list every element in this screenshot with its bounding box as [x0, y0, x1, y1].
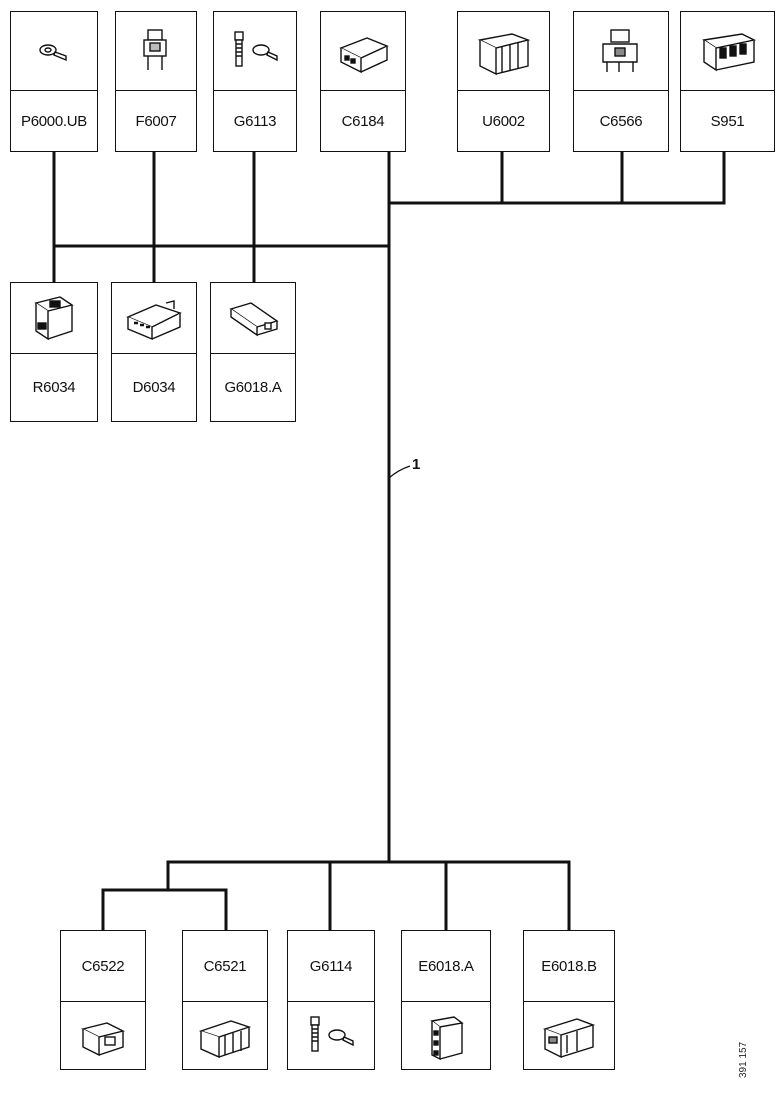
component-e6018-b: E6018.B	[523, 930, 615, 1070]
component-label: F6007	[116, 90, 196, 151]
component-label: C6184	[321, 90, 405, 151]
component-label: R6034	[11, 353, 97, 421]
plug-connector-icon	[524, 1001, 614, 1069]
component-g6114: G6114	[287, 930, 375, 1070]
component-label: E6018.B	[541, 957, 597, 975]
component-label: P6000.UB	[11, 90, 97, 151]
component-f6007: F6007	[115, 11, 197, 152]
component-r6034: R6034	[10, 282, 98, 422]
document-reference: 391 157	[738, 1041, 749, 1078]
component-u6002: U6002	[457, 11, 550, 152]
component-p6000-ub: P6000.UB	[10, 11, 98, 152]
ground-bolt-icon	[214, 12, 296, 90]
flat-connector-icon	[211, 283, 295, 353]
two-pin-connector-icon	[61, 1001, 145, 1069]
component-c6184: C6184	[320, 11, 406, 152]
component-c6566: C6566	[573, 11, 669, 152]
harness-callout-number: 1	[412, 456, 421, 473]
component-label: G6113	[214, 90, 296, 151]
component-label: D6034	[112, 353, 196, 421]
ring-terminal-icon	[11, 12, 97, 90]
module-connector-icon	[458, 12, 549, 90]
component-label: E6018.A	[418, 957, 474, 975]
component-c6522: C6522	[60, 930, 146, 1070]
component-label: U6002	[458, 90, 549, 151]
component-label: S951	[681, 90, 774, 151]
diode-connector-icon	[112, 283, 196, 353]
component-label: G6018.A	[211, 353, 295, 421]
component-label: C6566	[574, 90, 668, 151]
component-s951: S951	[680, 11, 775, 152]
component-g6113: G6113	[213, 11, 297, 152]
component-g6018-a: G6018.A	[210, 282, 296, 422]
resistor-connector-icon	[11, 283, 97, 353]
switch-block-icon	[681, 12, 774, 90]
component-label: G6114	[309, 957, 353, 975]
component-c6521: C6521	[182, 930, 268, 1070]
ground-bolt-icon	[288, 1001, 374, 1069]
component-label: C6522	[81, 957, 125, 975]
component-label: C6521	[203, 957, 247, 975]
component-d6034: D6034	[111, 282, 197, 422]
fuse-holder-icon	[116, 12, 196, 90]
inline-connector-icon	[574, 12, 668, 90]
multi-pin-connector-icon	[321, 12, 405, 90]
four-pin-connector-icon	[183, 1001, 267, 1069]
component-e6018-a: E6018.A	[401, 930, 491, 1070]
socket-connector-icon	[402, 1001, 490, 1069]
